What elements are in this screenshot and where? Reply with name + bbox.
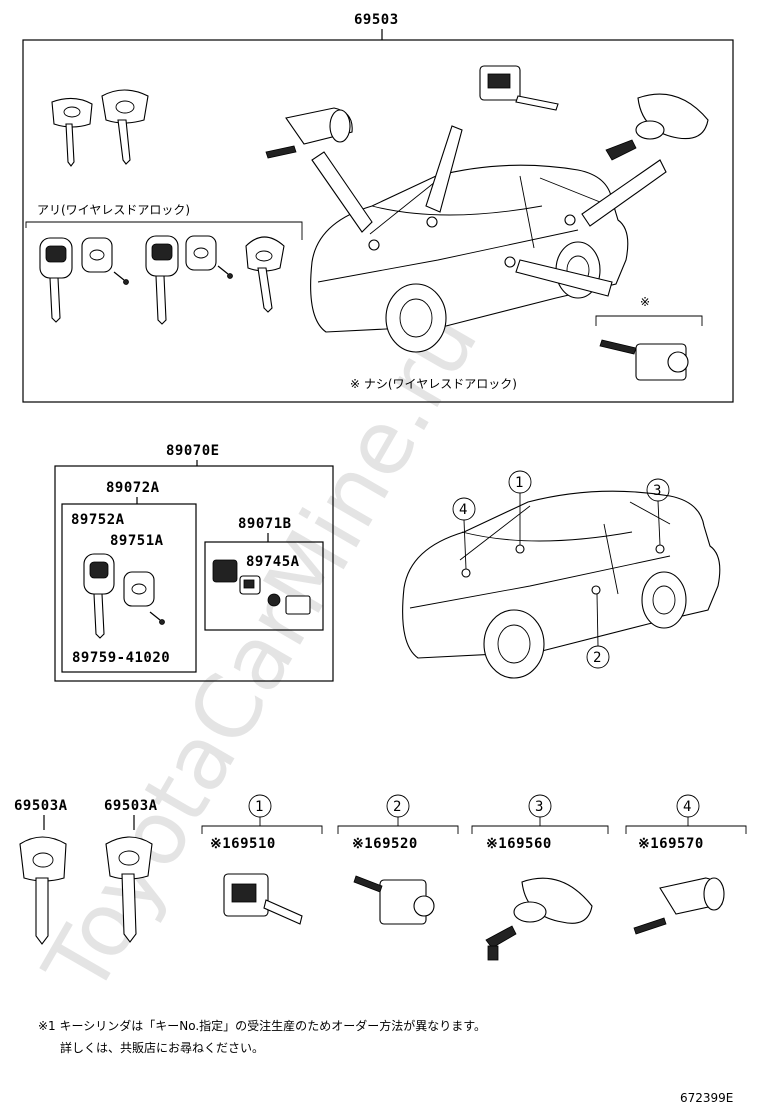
switch-pad-icon <box>239 575 261 595</box>
ignition-cylinder-icon <box>265 107 353 159</box>
callout-3: 3 <box>528 794 552 818</box>
part-number-69503: 69503 <box>354 12 399 28</box>
screw-icon <box>149 611 165 625</box>
vehicle-drawing <box>402 490 721 679</box>
part-number-69503A: 69503A <box>104 798 158 814</box>
remote-cover-icon <box>185 235 217 271</box>
wireless-group-label: アリ(ワイヤレスドアロック) <box>37 203 190 217</box>
svg-text:1: 1 <box>515 475 523 491</box>
svg-text:2: 2 <box>593 650 601 666</box>
screw-icon <box>217 265 233 279</box>
part-number-69503A: 69503A <box>14 798 68 814</box>
part-number-89745A: 89745A <box>246 554 300 570</box>
callout-2: 2 <box>586 593 610 669</box>
svg-text:4: 4 <box>459 502 467 518</box>
top-group-box <box>22 39 734 403</box>
kit-group-box <box>204 541 324 631</box>
part-number-89759-41020: 89759-41020 <box>72 650 170 666</box>
part-number-169520: ※169520 <box>352 836 418 852</box>
marker-bracket <box>595 315 703 326</box>
key-group-box <box>61 503 197 673</box>
svg-text:3: 3 <box>535 799 543 815</box>
svg-text:2: 2 <box>393 799 401 815</box>
glove-box-cylinder-icon <box>633 877 725 935</box>
cylinder-2-bracket <box>337 825 459 834</box>
door-cylinder-icon <box>479 65 559 111</box>
master-key-icon <box>51 97 93 167</box>
wireless-key-icon <box>145 235 179 325</box>
vehicle-drawing <box>310 164 629 353</box>
master-key-icon <box>105 836 153 943</box>
callout-4: 4 <box>676 794 700 818</box>
screw-icon <box>113 271 129 285</box>
pointer-arrow <box>581 159 667 227</box>
wireless-key-icon <box>83 553 115 639</box>
svg-text:4: 4 <box>683 799 691 815</box>
part-number-89752A: 89752A <box>71 512 125 528</box>
pointer-arrow <box>515 259 613 297</box>
footnote-line-1: ※1 キーシリンダは「キーNo.指定」の受注生産のためオーダー方法が異なります。 <box>38 1018 486 1033</box>
wireless-key-icon <box>245 236 285 313</box>
wireless-group-bracket <box>25 221 303 240</box>
battery-icon <box>267 593 281 607</box>
part-number-89070E: 89070E <box>166 443 220 459</box>
glove-box-cylinder-icon <box>599 339 689 381</box>
part-number-89071B: 89071B <box>238 516 292 532</box>
cylinder-3-bracket <box>471 825 609 834</box>
part-number-89072A: 89072A <box>106 480 160 496</box>
svg-text:3: 3 <box>653 483 661 499</box>
remote-group-box <box>54 465 334 682</box>
door-cylinder-icon <box>353 875 435 925</box>
cylinder-1-bracket <box>201 825 323 834</box>
bottom-section: 69503A 69503A 1 ※169510 2 <box>14 794 747 961</box>
part-number-89751A: 89751A <box>110 533 164 549</box>
callout-1: 1 <box>248 794 272 818</box>
callout-3: 3 <box>646 478 670 546</box>
remote-cover-icon <box>81 237 113 273</box>
callout-2: 2 <box>386 794 410 818</box>
back-door-cylinder-icon <box>485 877 593 961</box>
middle-section: 89070E 89072A 89752A 89751A 89759-41020 … <box>54 443 721 682</box>
cover-plate-icon <box>285 595 311 615</box>
callout-4: 4 <box>452 497 476 570</box>
cylinder-4-bracket <box>625 825 747 834</box>
callout-1: 1 <box>508 470 532 545</box>
back-door-cylinder-icon <box>605 93 709 161</box>
ignition-cylinder-icon <box>223 873 303 925</box>
master-key-icon <box>19 836 67 945</box>
marker-symbol: ※ <box>640 295 650 309</box>
top-section: 69503 アリ(ワイヤレスドアロック) <box>22 12 734 403</box>
pointer-arrow <box>311 151 373 233</box>
pointer-arrow <box>425 125 463 213</box>
part-number-169510: ※169510 <box>210 836 276 852</box>
svg-text:1: 1 <box>255 799 263 815</box>
footnote-line-2: 詳しくは、共販店にお尋ねください。 <box>60 1040 264 1055</box>
wireless-key-icon <box>39 237 73 323</box>
no-wireless-note: ※ ナシ(ワイヤレスドアロック) <box>350 377 517 391</box>
remote-cover-icon <box>123 571 155 607</box>
diagram-id: 672399E <box>680 1091 733 1105</box>
part-number-169570: ※169570 <box>638 836 704 852</box>
master-key-icon <box>101 89 149 165</box>
circuit-board-icon <box>212 559 238 583</box>
part-number-169560: ※169560 <box>486 836 552 852</box>
